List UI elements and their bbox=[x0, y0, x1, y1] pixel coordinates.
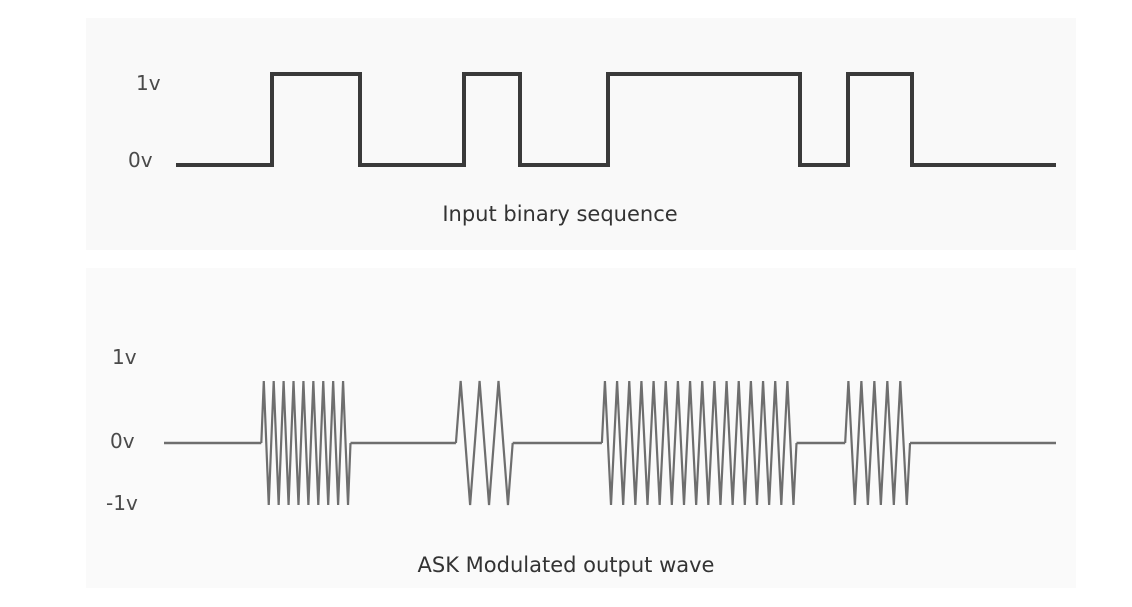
ask-carrier-burst bbox=[260, 380, 352, 506]
output-high-level-label: 1v bbox=[112, 345, 137, 369]
ask-modulated-waveform bbox=[164, 380, 1056, 506]
output-low-level-label: -1v bbox=[106, 491, 138, 515]
input-caption: Input binary sequence bbox=[442, 202, 677, 226]
input-low-level-label: 0v bbox=[128, 148, 153, 172]
ask-carrier-burst bbox=[600, 380, 798, 506]
ask-carrier-burst bbox=[454, 380, 514, 506]
output-caption: ASK Modulated output wave bbox=[418, 553, 715, 577]
ask-output-panel bbox=[86, 268, 1076, 588]
input-binary-waveform bbox=[176, 72, 1056, 167]
ask-carrier-burst bbox=[844, 380, 912, 506]
output-zero-level-label: 0v bbox=[110, 429, 135, 453]
input-high-level-label: 1v bbox=[136, 71, 161, 95]
